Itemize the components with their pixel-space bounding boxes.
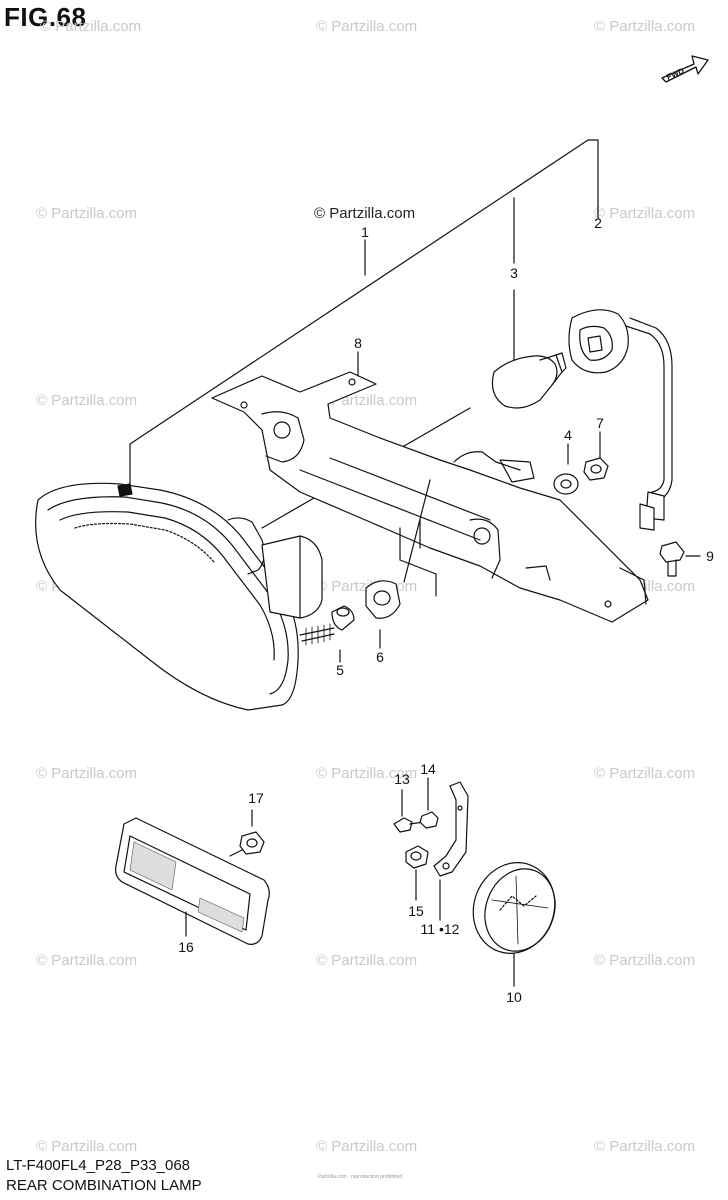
nut bbox=[419, 777, 439, 829]
screw bbox=[393, 789, 425, 833]
callout-14: 14 bbox=[420, 761, 436, 777]
watermark: © Partzilla.com bbox=[36, 392, 138, 409]
watermark-main: © Partzilla.com bbox=[314, 205, 416, 222]
callout-13: 13 bbox=[394, 771, 410, 787]
callout-8: 8 bbox=[354, 335, 362, 351]
reflector bbox=[115, 817, 270, 945]
model-code: LT-F400FL4_P28_P33_068 bbox=[6, 1157, 191, 1174]
watermark: © Partzilla.com bbox=[594, 18, 696, 35]
watermark: © Partzilla.com bbox=[36, 1138, 138, 1155]
callout-9: 9 bbox=[706, 548, 714, 564]
watermark: © Partzilla.com bbox=[594, 952, 696, 969]
callout-17: 17 bbox=[248, 790, 264, 806]
callout-11-12: 11 •12 bbox=[421, 921, 460, 937]
watermark: © Partzilla.com bbox=[316, 18, 418, 35]
watermark: © Partzilla.com bbox=[316, 1138, 418, 1155]
small-note: Partzilla.com · reproduction prohibited bbox=[318, 1174, 403, 1180]
tail-lamp-housing bbox=[35, 407, 471, 711]
bolt bbox=[659, 541, 685, 577]
washer bbox=[553, 473, 579, 495]
fwd-arrow-icon bbox=[661, 55, 709, 83]
bulb bbox=[491, 352, 567, 409]
callout-3: 3 bbox=[510, 265, 518, 281]
collar bbox=[331, 605, 355, 631]
watermark: © Partzilla.com bbox=[36, 765, 138, 782]
callout-15: 15 bbox=[408, 903, 424, 919]
callout-6: 6 bbox=[376, 649, 384, 665]
nut bbox=[229, 809, 265, 857]
reflector-bracket bbox=[433, 781, 469, 921]
watermark: © Partzilla.com bbox=[316, 765, 418, 782]
watermark: © Partzilla.com bbox=[316, 952, 418, 969]
lamp-bracket bbox=[211, 371, 649, 623]
callout-2: 2 bbox=[594, 215, 602, 231]
callouts: 1 2 3 4 5 6 7 8 9 10 11 •12 13 14 15 16 … bbox=[178, 215, 714, 1005]
figure-title: FIG.68 bbox=[4, 2, 87, 32]
watermark: © Partzilla.com bbox=[36, 952, 138, 969]
callout-1: 1 bbox=[361, 224, 369, 240]
watermark: © Partzilla.com bbox=[40, 18, 142, 35]
watermark: © Partzilla.com bbox=[594, 205, 696, 222]
callout-4: 4 bbox=[564, 427, 572, 443]
fwd-label: FWD bbox=[665, 66, 686, 82]
round-reflector bbox=[472, 862, 556, 987]
watermark: © Partzilla.com bbox=[594, 765, 696, 782]
nut bbox=[405, 845, 429, 901]
callout-16: 16 bbox=[178, 939, 194, 955]
callout-5: 5 bbox=[336, 662, 344, 678]
grommet bbox=[365, 580, 401, 619]
bulb-socket-harness bbox=[568, 309, 673, 531]
callout-10: 10 bbox=[506, 989, 522, 1005]
nut bbox=[583, 457, 609, 481]
watermark: © Partzilla.com bbox=[36, 205, 138, 222]
callout-7: 7 bbox=[596, 415, 604, 431]
watermark: © Partzilla.com bbox=[594, 1138, 696, 1155]
figure-caption: REAR COMBINATION LAMP bbox=[6, 1177, 202, 1194]
